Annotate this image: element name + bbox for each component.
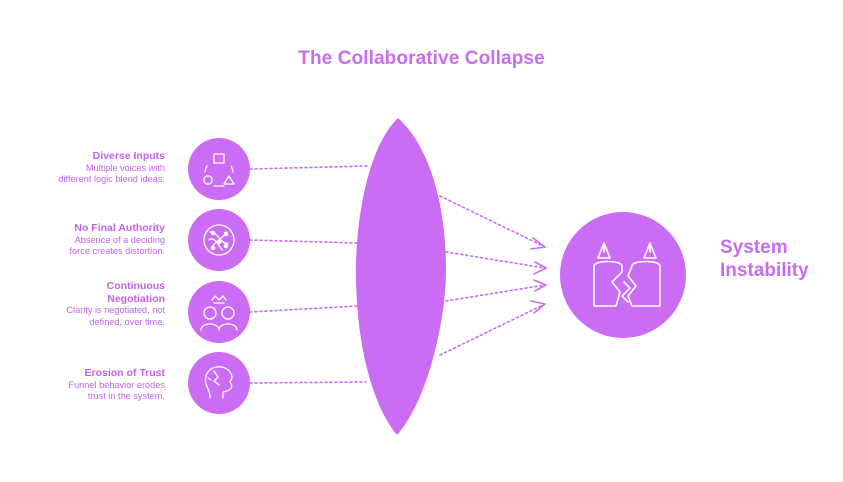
connector-line — [249, 165, 369, 170]
tangled-network-icon — [203, 224, 235, 256]
label-desc-line: trust in the system. — [87, 391, 165, 401]
label-desc-line: defined, over time. — [89, 316, 165, 327]
cracked-head-profile-icon — [204, 366, 233, 399]
label-desc-line: Multiple voices with — [85, 162, 165, 173]
label-heading: No Final Authority — [74, 222, 165, 234]
outcome-label: System Instability — [720, 236, 809, 282]
label-erosion-of-trust: Erosion of Trust Funnel behavior erodes … — [5, 367, 165, 403]
connector-line — [249, 305, 359, 313]
cracked-pillars-icon — [593, 242, 661, 307]
label-heading: Negotiation — [107, 292, 165, 305]
label-desc-line: Absence of a deciding — [74, 234, 165, 245]
connector-arrow — [439, 304, 544, 356]
label-desc-line: force creates distortion. — [69, 246, 166, 256]
outcome-line: System — [720, 237, 788, 258]
label-no-final-authority: No Final Authority Absence of a deciding… — [5, 222, 166, 258]
connector-line — [249, 381, 367, 384]
input-circle — [188, 281, 250, 343]
connector-arrow — [439, 195, 544, 247]
label-desc-line: Clarity is negotiated, not — [66, 305, 165, 315]
two-heads-negotiating-icon — [200, 295, 238, 331]
outcome-line: Instability — [720, 260, 809, 281]
diagram-title: The Collaborative Collapse — [298, 48, 545, 69]
label-desc-line: Funnel behavior erodes — [68, 379, 165, 390]
arrowhead — [533, 279, 547, 292]
label-heading: Continuous — [106, 280, 165, 292]
label-desc-line: different logic blend ideas. — [58, 174, 165, 184]
arrowhead — [533, 261, 547, 275]
connector-arrow — [445, 284, 546, 302]
label-diverse-inputs: Diverse Inputs Multiple voices with diff… — [5, 150, 165, 186]
label-heading: Erosion of Trust — [84, 367, 165, 379]
input-circle — [188, 138, 250, 200]
outcome-circle — [560, 212, 686, 338]
connector-arrow — [445, 251, 546, 269]
shapes-in-cycle-icon — [203, 153, 235, 187]
label-heading: Diverse Inputs — [92, 150, 165, 162]
label-continuous-negotiation: Continuous Negotiation Clarity is negoti… — [5, 280, 165, 328]
arrowhead — [530, 300, 546, 314]
connector-line — [249, 239, 359, 244]
funnel-lens-shape — [355, 118, 446, 435]
input-circle — [188, 352, 250, 414]
arrowhead — [530, 237, 546, 250]
